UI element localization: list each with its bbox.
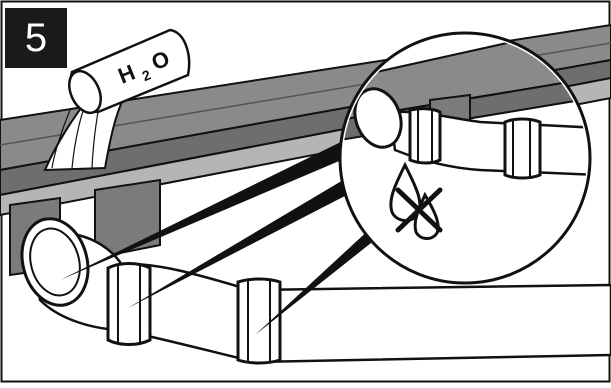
- step-number-badge: 5: [5, 8, 67, 68]
- step-number: 5: [25, 16, 47, 61]
